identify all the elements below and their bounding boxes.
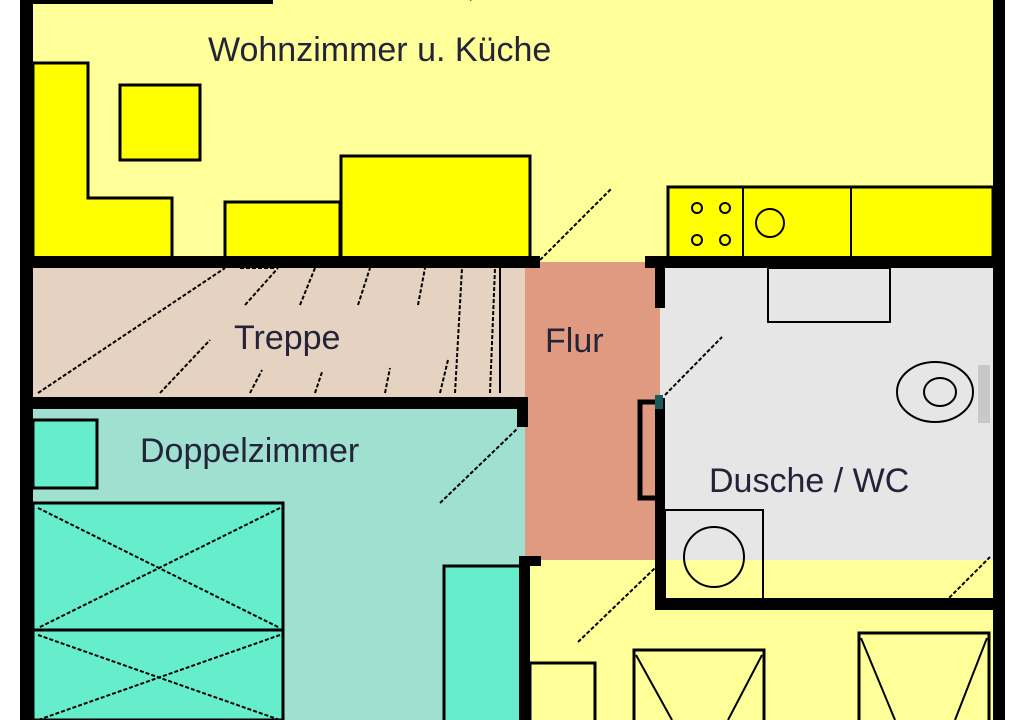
wardrobe — [442, 564, 524, 720]
label-shower-wc: Dusche / WC — [709, 462, 909, 500]
armchair — [118, 83, 202, 162]
nightstand — [31, 418, 99, 490]
sink-icon — [755, 208, 785, 238]
walls — [20, 0, 1005, 720]
bed-lower-1 — [632, 648, 766, 720]
cabinet — [528, 661, 597, 720]
stair-steps — [37, 267, 501, 394]
washbasin-bowl-icon — [683, 526, 745, 588]
bed — [31, 501, 285, 720]
cabinet-low — [223, 200, 342, 260]
kitchen-counter — [666, 185, 995, 260]
label-stairs: Treppe — [234, 319, 340, 357]
room-shower-wc — [660, 266, 993, 604]
cabinet-high — [339, 154, 532, 260]
door-swing — [539, 187, 613, 261]
label-hallway: Flur — [545, 322, 604, 360]
toilet-icon — [896, 361, 974, 423]
stove-icon — [691, 202, 731, 246]
bed-lower-2 — [857, 631, 991, 720]
label-living-kitchen: Wohnzimmer u. Küche — [208, 31, 551, 69]
label-double-bedroom: Doppelzimmer — [140, 432, 359, 470]
